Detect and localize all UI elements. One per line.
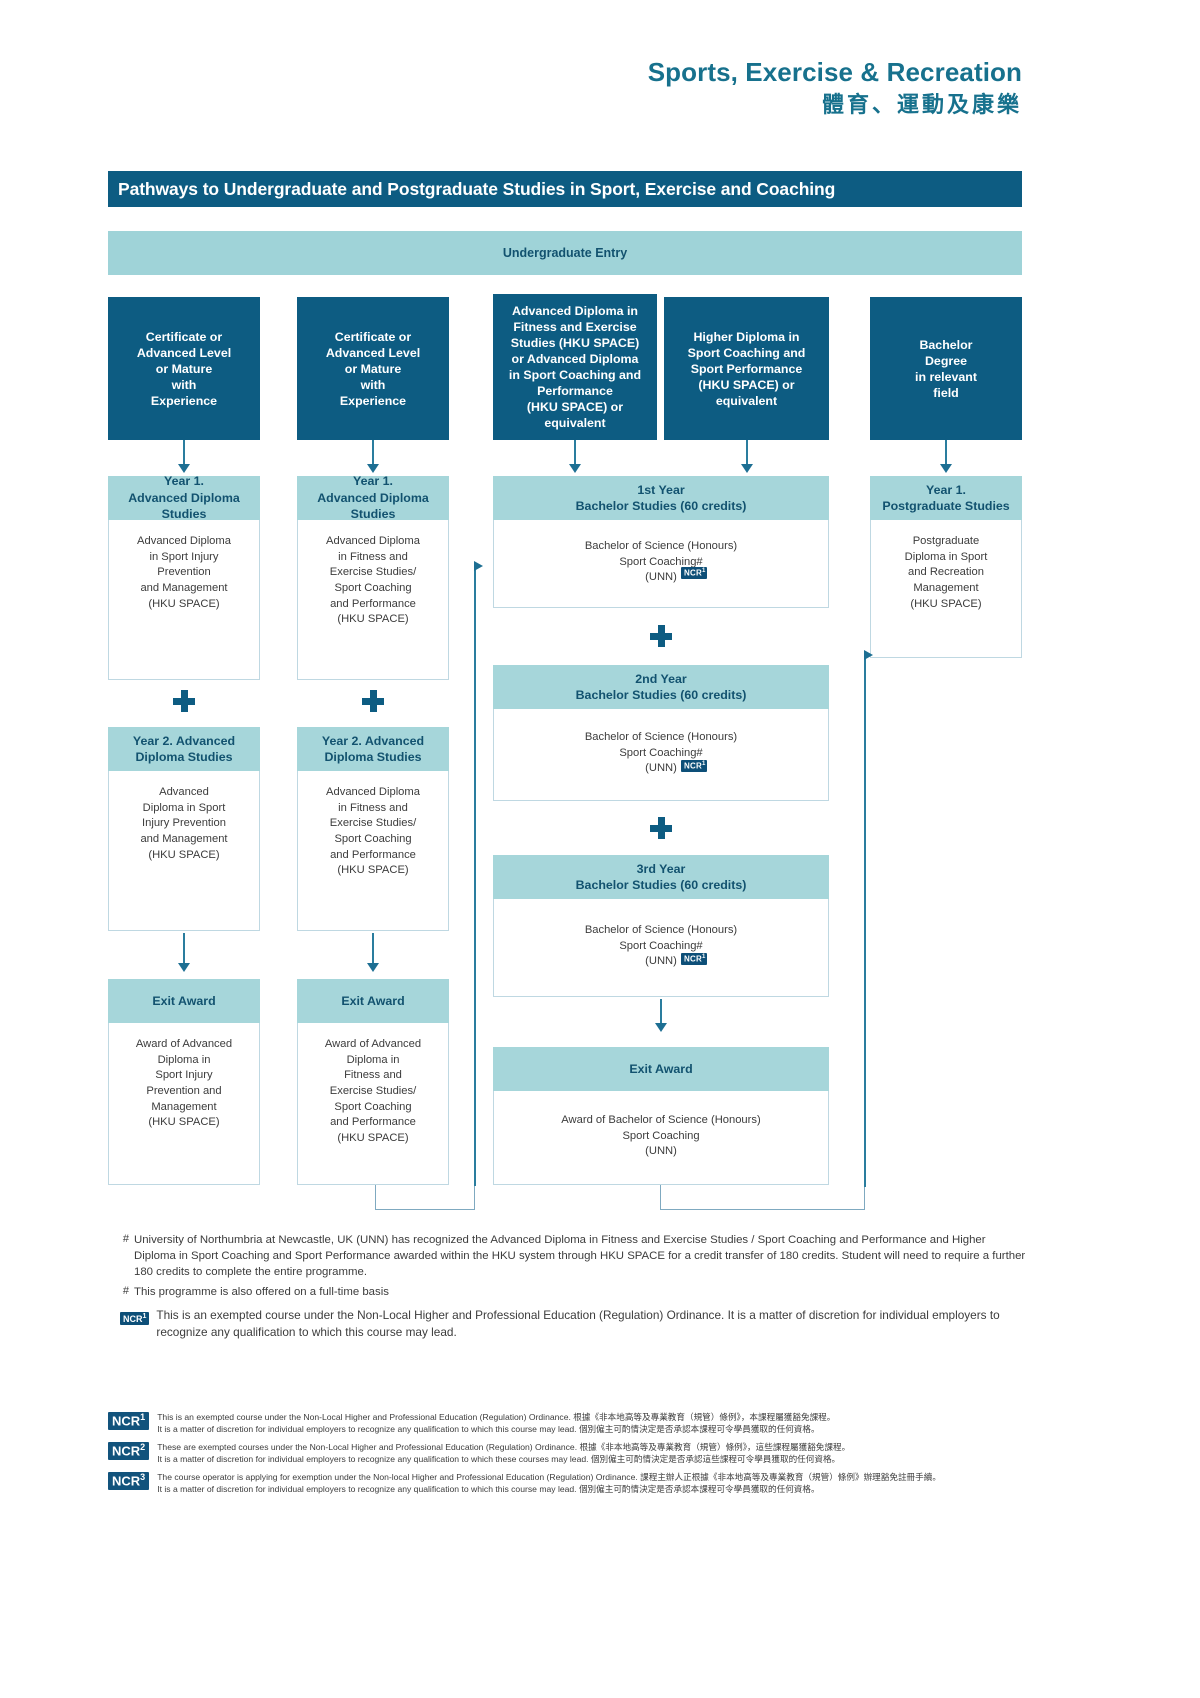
ncr-legend-text-2-line1: These are exempted courses under the Non… [157,1441,851,1452]
col1-step2-body: Advanced Diploma in Sport Injury Prevent… [108,771,260,931]
footnote-mark-1: # [122,1233,129,1245]
connector-col5-entry [945,440,947,466]
ncr-legend-badge-2: NCR2 [108,1441,150,1460]
connector-col2-entry [372,440,374,466]
plus-col2-1 [362,690,384,712]
ncr2-badge: NCR2 [108,1441,150,1460]
col2-exit-header: Exit Award [297,979,449,1023]
arrow-col1-exit [178,963,190,972]
col3-year1-header: 1st Year Bachelor Studies (60 credits) [493,476,829,520]
ncr-legend-text-3-line1: The course operator is applying for exem… [157,1471,941,1482]
footnote-row-2: # This programme is also offered on a fu… [120,1284,1030,1300]
loop-postgrad-riser [864,655,866,1187]
arrow-col1-entry [178,464,190,473]
footnote-text-1: University of Northumbria at Newcastle, … [134,1234,1026,1279]
col2-step1-header: Year 1. Advanced Diploma Studies [297,474,449,521]
ncr-badge-footnote: NCR1 [120,1309,150,1327]
ncr-legend-text-2: These are exempted courses under the Non… [157,1441,850,1466]
footnote-mark-2: # [122,1284,129,1297]
plus-col1-1 [173,690,195,712]
arrow-col4-entry [741,464,753,473]
connector-col3-entry [574,440,576,466]
col2-exit-body: Award of Advanced Diploma in Fitness and… [297,1023,449,1185]
col1-step1-body: Advanced Diploma in Sport Injury Prevent… [108,520,260,680]
entry-box-col4: Higher Diploma in Sport Coaching and Spo… [664,297,829,440]
ncr-legend-badge-1: NCR1 [108,1412,150,1430]
footnote-text-2: This programme is also offered on a full… [134,1285,389,1298]
connector-col3-exit [660,999,662,1025]
col3-year3-header: 3rd Year Bachelor Studies (60 credits) [493,855,829,899]
ncr-legend-text-1: This is an exempted course under the Non… [157,1411,835,1436]
footnote-text-ncr: This is an exempted course under the Non… [156,1307,1000,1339]
ncr-badge-year2: NCR1 [681,760,708,772]
arrow-col2-entry [367,464,379,473]
col3-year3-text: Bachelor of Science (Honours) Sport Coac… [584,923,738,968]
undergraduate-entry-band: Undergraduate Entry [108,231,1022,275]
entry-box-col3: Advanced Diploma in Fitness and Exercise… [493,294,657,440]
plus-col3-1 [650,625,672,647]
ncr-legend-table: NCR1 This is an exempted course under th… [108,1411,1048,1501]
ncr-legend-text-1-line1: This is an exempted course under the Non… [157,1412,836,1422]
ncr1-badge: NCR1 [108,1412,150,1430]
connector-col1-entry [183,440,185,466]
col5-step1-body: Postgraduate Diploma in Sport and Recrea… [870,520,1022,658]
loop-postgrad-arrow [864,650,873,660]
col3-year2-text: Bachelor of Science (Honours) Sport Coac… [584,730,738,775]
ncr-legend-text-2-line2: It is a matter of discretion for individ… [157,1454,841,1465]
col1-step1-header: Year 1. Advanced Diploma Studies [108,474,260,521]
ncr1-sup: 1 [140,1412,146,1422]
arrow-col3-exit [655,1023,667,1032]
entry-box-col2: Certificate or Advanced Level or Mature … [297,297,449,440]
col1-exit-body: Award of Advanced Diploma in Sport Injur… [108,1023,260,1185]
page-title: Pathways to Undergraduate and Postgradua… [108,171,1022,207]
header-title-en: Sports, Exercise & Recreation [647,57,1022,87]
col3-year1-body: Bachelor of Science (Honours) Sport Coac… [493,520,829,608]
ncr-badge-footnote-label: NCR1 [120,1311,150,1325]
ncr-badge-year3: NCR1 [681,953,708,965]
col1-step2-header: Year 2. Advanced Diploma Studies [108,727,260,771]
header-title-zh: 體育、運動及康樂 [821,92,1022,118]
ncr3-badge: NCR3 [108,1471,150,1490]
footnotes: # University of Northumbria at Newcastle… [120,1232,1030,1341]
col3-exit-body: Award of Bachelor of Science (Honours) S… [493,1091,829,1185]
col5-step1-header: Year 1. Postgraduate Studies [870,476,1022,520]
plus-col3-2 [650,817,672,839]
col2-step2-body: Advanced Diploma in Fitness and Exercise… [297,771,449,931]
loop-col2-arrow [474,561,483,571]
page-header: Sports, Exercise & Recreation 體育、運動及康樂 [0,57,1200,118]
footnote-row-1: # University of Northumbria at Newcastle… [120,1232,1030,1281]
ncr-legend-text-3-line2: It is a matter of discretion for individ… [157,1484,820,1495]
ncr-badge-footnote-sup: 1 [142,1312,147,1320]
entry-box-col5: Bachelor Degree in relevant field [870,297,1022,440]
ncr-legend-row-1: NCR1 This is an exempted course under th… [108,1411,1048,1436]
ncr-legend-badge-3: NCR3 [108,1471,150,1490]
loop-col2-riser [474,566,476,1186]
col1-exit-header: Exit Award [108,979,260,1023]
ncr-legend-row-3: NCR3 The course operator is applying for… [108,1471,1048,1496]
ncr-legend-row-2: NCR2 These are exempted courses under th… [108,1441,1048,1466]
footnote-row-ncr: NCR1 This is an exempted course under th… [120,1307,1030,1341]
connector-col2-exit [372,933,374,965]
col2-step1-body: Advanced Diploma in Fitness and Exercise… [297,520,449,680]
col3-year2-body: Bachelor of Science (Honours) Sport Coac… [493,709,829,801]
arrow-col5-entry [940,464,952,473]
entry-box-col1: Certificate or Advanced Level or Mature … [108,297,260,440]
col2-step2-header: Year 2. Advanced Diploma Studies [297,727,449,771]
arrow-col2-exit [367,963,379,972]
connector-col1-exit [183,933,185,965]
connector-col4-entry [746,440,748,466]
loop-col2-to-bachelor [375,1185,475,1210]
ncr-badge-year1: NCR1 [681,567,708,579]
ncr3-sup: 3 [140,1471,146,1482]
col3-year1-text: Bachelor of Science (Honours) Sport Coac… [584,539,738,584]
col3-year3-body: Bachelor of Science (Honours) Sport Coac… [493,899,829,997]
col3-exit-header: Exit Award [493,1047,829,1091]
arrow-col3-entry [569,464,581,473]
ncr-legend-text-3: The course operator is applying for exem… [157,1471,941,1496]
ncr-legend-text-1-line2: It is a matter of discretion for individ… [157,1424,820,1435]
ncr2-sup: 2 [140,1441,146,1452]
loop-bachelor-to-postgrad [660,1185,865,1210]
col3-year2-header: 2nd Year Bachelor Studies (60 credits) [493,665,829,709]
